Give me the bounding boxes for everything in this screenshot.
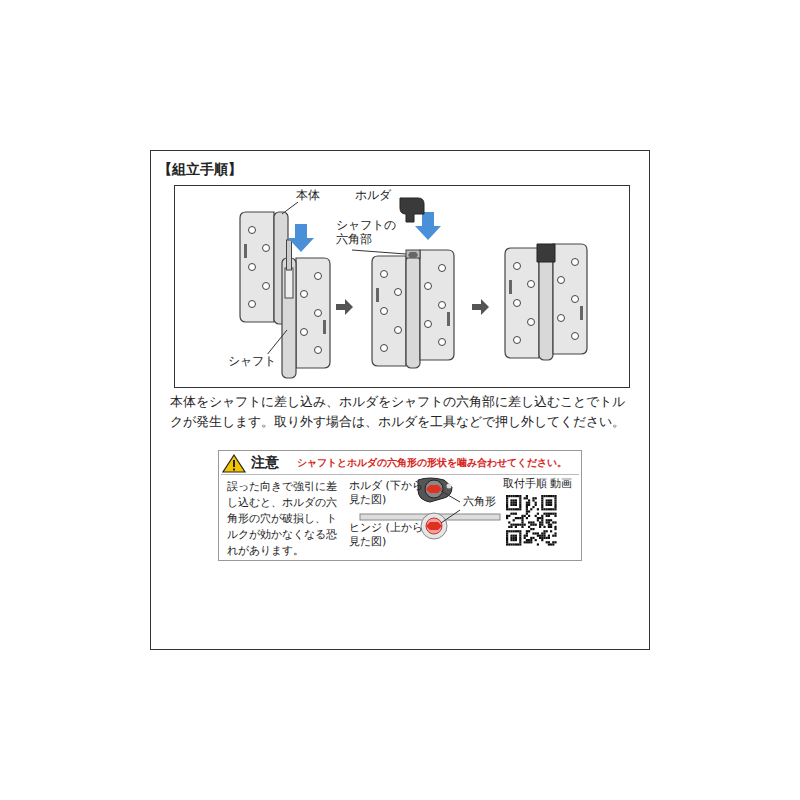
part-label: ホルダ [355, 188, 391, 202]
part-label: シャフト [228, 354, 276, 368]
warning-icon [223, 455, 245, 472]
video-label: 取付手順 動画 [503, 477, 573, 491]
section-title: 【組立手順】 [158, 160, 242, 178]
caution-body: 誤った向きで強引に差し込むと、ホルダの六角形の穴が破損し、トルクが効かなくなる恐… [227, 479, 339, 559]
caution-emphasis: シャフトとホルダの六角形の形状を噛み合わせてください。 [297, 456, 567, 470]
holder-bottom-view [418, 478, 452, 502]
view-label: ヒンジ (上から見た図) [349, 521, 429, 549]
view-label: 六角形 [463, 495, 496, 509]
part-label: シャフトの六角部 [336, 218, 398, 247]
view-label: ホルダ (下から見た図) [349, 479, 429, 507]
instruction-text: 本体をシャフトに差し込み、ホルダをシャフトの六角部に差し込むことでトルクが発生し… [170, 392, 634, 431]
part-label: 本体 [296, 188, 320, 202]
caution-heading: 注意 [251, 453, 279, 471]
hinge-complete [505, 244, 587, 360]
qr-code [506, 495, 557, 546]
caution-box: 注意 シャフトとホルダの六角形の形状を噛み合わせてください。誤った向きで強引に差し… [219, 451, 581, 560]
